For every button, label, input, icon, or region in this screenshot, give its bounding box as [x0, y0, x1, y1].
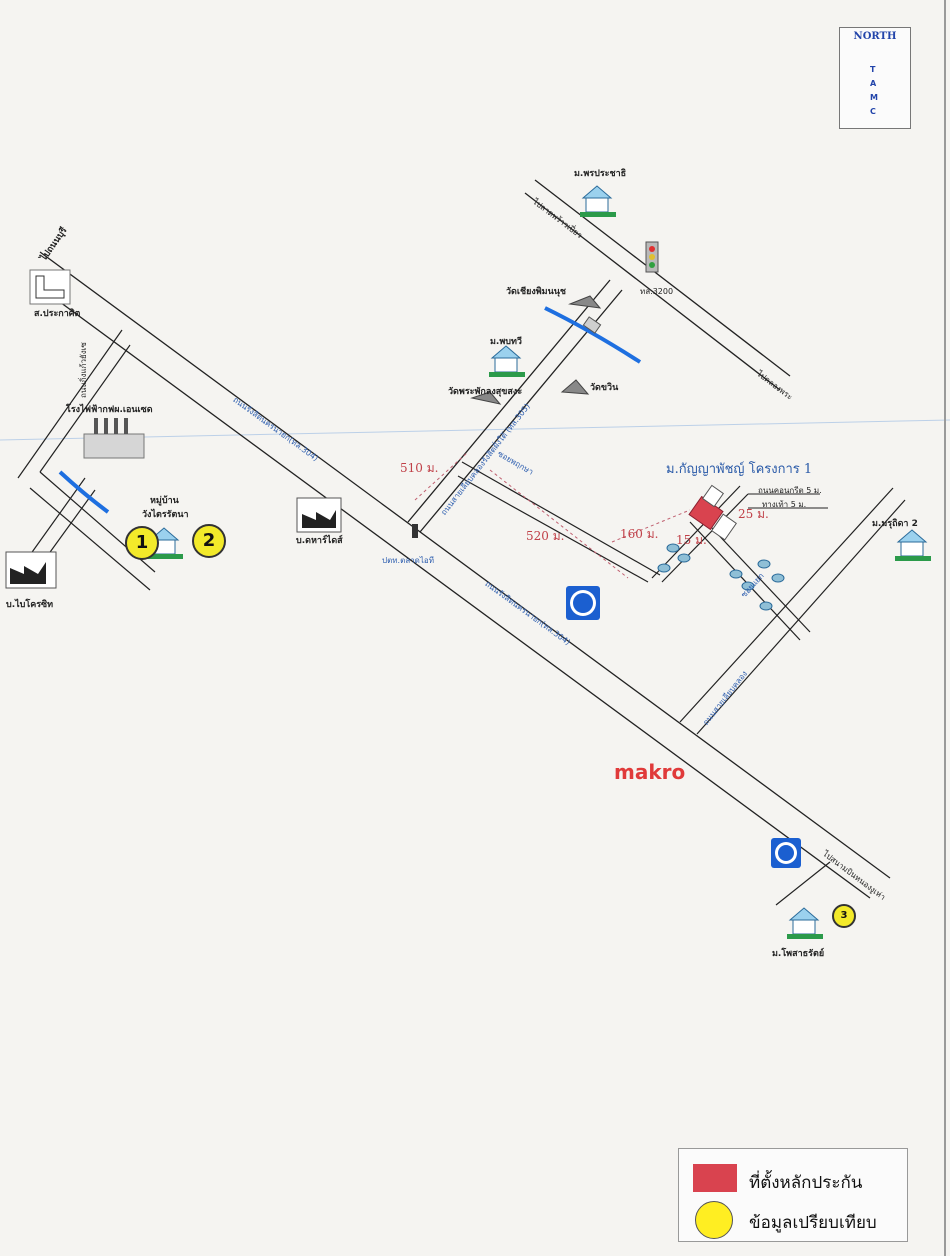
- label-village-comparable: หมู่บ้าน: [150, 496, 179, 506]
- legend: ที่ตั้งหลักประกัน ข้อมูลเปรียบเทียบ: [678, 1148, 908, 1242]
- comparable-marker-3[interactable]: 3: [832, 904, 856, 928]
- legend-collateral-label: ที่ตั้งหลักประกัน: [749, 1173, 863, 1193]
- factory-icon: [5, 551, 57, 589]
- adjacent-plot: [711, 513, 737, 541]
- label-village-phasarat: ม.โพสาธรัตย์: [772, 949, 825, 959]
- north-letter: C: [870, 107, 876, 116]
- north-letter: T: [870, 65, 876, 74]
- north-letter: A: [870, 79, 877, 88]
- road-label-3200: ทล.3200: [640, 287, 674, 296]
- label-temple-phraya: วัดพระพักลงสุขสงะ: [448, 387, 523, 397]
- temple-icon: [560, 379, 590, 395]
- label-village-comparable-2: วังไตรรัตนา: [142, 510, 189, 520]
- label-sign-a: ส.ประกาศิต: [34, 309, 81, 319]
- distance-label: 510 ม.: [400, 461, 439, 475]
- label-temple-chiangmai: วัดเชียงพิมนนุช: [506, 287, 567, 297]
- legend-comparable-swatch: [695, 1201, 733, 1239]
- branch-road-upper: [524, 179, 791, 391]
- label-village-phanthawee: ม.พบทวี: [490, 337, 522, 347]
- small-house-icon: [657, 543, 785, 611]
- legend-comparable-label: ข้อมูลเปรียบเทียบ: [749, 1213, 877, 1233]
- road-east: [679, 487, 906, 735]
- label-gas-station: ปตท.ตลาดไอที: [382, 556, 434, 565]
- label-factory-a: บ.ไบโครซิท: [6, 600, 54, 610]
- house-icon: [895, 529, 931, 561]
- comparable-marker-2[interactable]: 2: [192, 524, 226, 558]
- north-arrow: NORTH: [839, 27, 911, 129]
- comparable-marker-1[interactable]: 1: [125, 526, 159, 560]
- north-letter: M: [870, 93, 878, 102]
- soi-right: [457, 461, 661, 583]
- distance-label: 25 ม.: [738, 507, 769, 521]
- label-road-note-2: ทางเท้า 5 ม.: [762, 500, 807, 509]
- legend-collateral-swatch: [693, 1164, 737, 1192]
- distance-label: 15 ม.: [676, 533, 707, 547]
- label-factory-power: โรงไฟฟ้ากฟผ.เอนเซด: [66, 405, 153, 415]
- project-name: ม.กัญญาพัชญ์ โครงการ 1: [666, 462, 813, 477]
- distance-label: 520 ม.: [526, 529, 565, 543]
- factory-icon: [296, 497, 342, 533]
- house-icon: [489, 345, 525, 377]
- temple-icon: [470, 391, 502, 405]
- canal: [544, 306, 642, 364]
- label-temple-win: วัดขวิน: [590, 383, 619, 393]
- distance-line: [489, 469, 629, 579]
- road-southeast: [775, 861, 831, 906]
- north-label: NORTH: [853, 31, 897, 42]
- house-icon: [580, 185, 616, 217]
- road-label-left-vertical: ถนนกิ่งแก้วยังเซ: [79, 342, 88, 398]
- temple-icon: [568, 295, 602, 309]
- label-factory-b: บ.ดหาร์ไดส์: [296, 536, 343, 546]
- gas-station-icon: [566, 586, 600, 620]
- distance-label: 160 ม.: [620, 527, 659, 541]
- makro-logo: makro: [614, 760, 686, 784]
- bridge: [582, 316, 602, 334]
- main-road: [29, 251, 891, 899]
- distance-line: [611, 509, 691, 543]
- label-village-rattana: ม.มรุถิดา 2: [872, 519, 918, 529]
- traffic-light-icon: [645, 241, 659, 273]
- canal-west: [58, 470, 110, 514]
- label-road-note-1: ถนนคอนกรีต 5 ม.: [758, 486, 822, 495]
- label-village-prachathon: ม.พรประชาธิ: [574, 169, 627, 179]
- house-icon: [787, 907, 823, 939]
- adjacent-plot: [701, 484, 725, 508]
- gas-station-icon: [771, 838, 801, 868]
- junction-marker: [412, 524, 418, 538]
- building-l-icon: [29, 269, 71, 305]
- power-plant-icon: [83, 418, 145, 459]
